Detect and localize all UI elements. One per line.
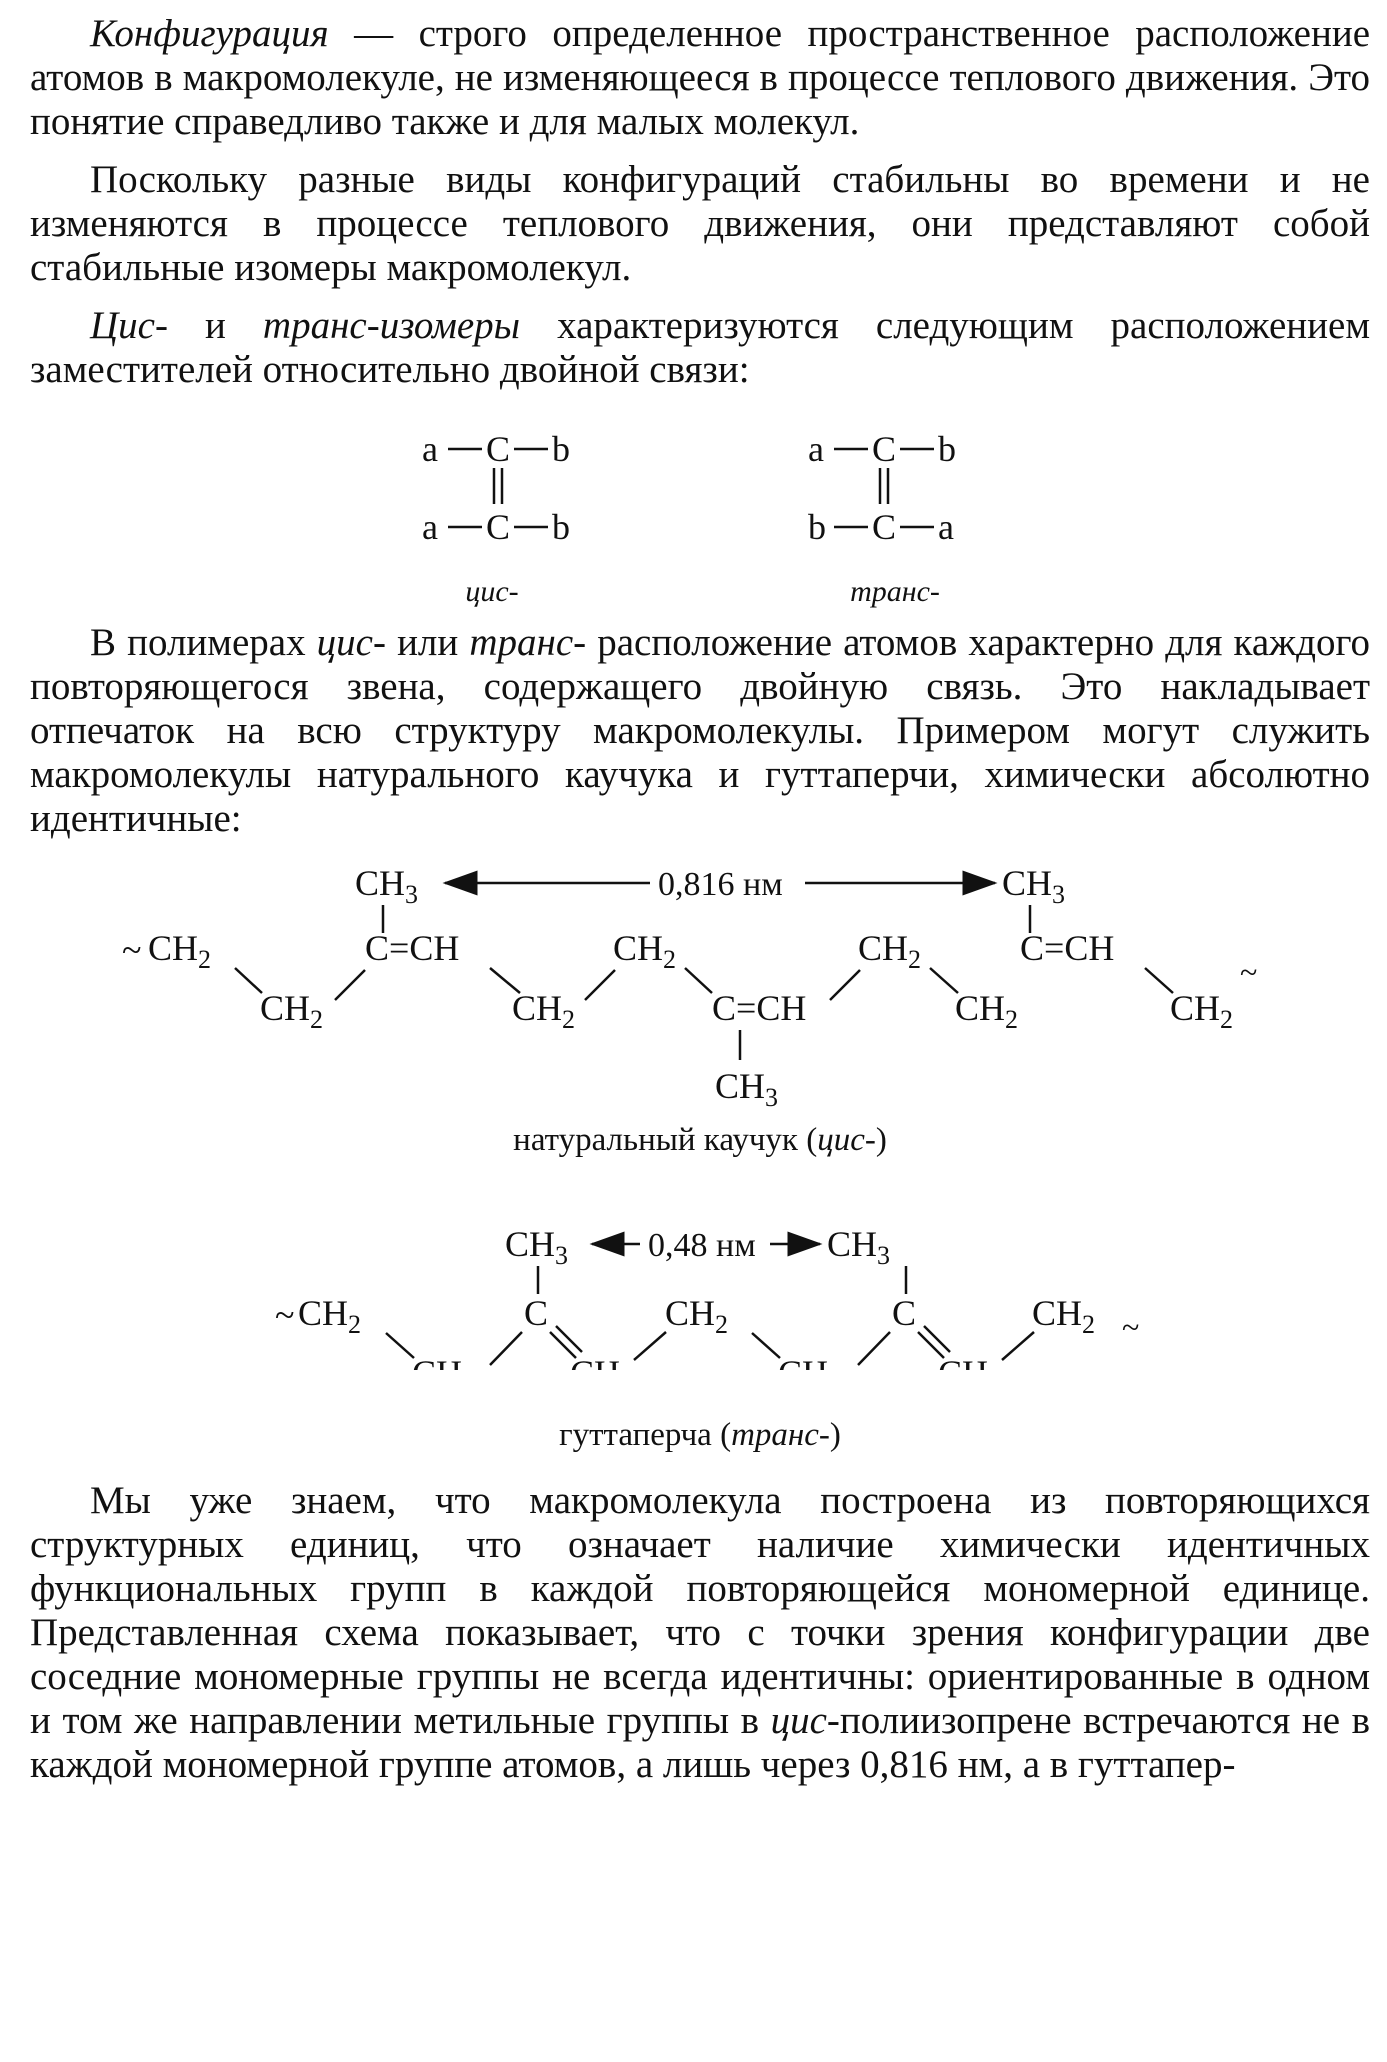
rubber-ch2-7: CH2 <box>1170 988 1233 1034</box>
trans-top-c: C <box>872 429 896 469</box>
rubber-ch2-4: CH2 <box>613 928 676 974</box>
gutta-ch2-2: CH2 <box>412 1353 475 1370</box>
cis-top-right: b <box>552 429 570 469</box>
gutta-bond-2 <box>489 1331 523 1366</box>
rubber-ch3-left: CH3 <box>355 863 418 909</box>
trans-label: транс- <box>850 575 940 608</box>
rubber-ch3-right: CH3 <box>1002 863 1065 909</box>
term-cis: Цис- <box>90 304 168 347</box>
paragraph-configuration-text: — строго определенное пространственное р… <box>30 12 1370 143</box>
gutta-bond-3 <box>633 1331 667 1361</box>
rubber-ch2-6: CH2 <box>955 988 1018 1034</box>
gutta-ch3-left: CH3 <box>505 1224 568 1270</box>
cis-bottom-left: a <box>422 507 438 547</box>
isomer-diagram-svg: a C b a C b цис- a C b <box>422 429 956 608</box>
gutta-double-2b <box>923 1325 951 1353</box>
gutta-ch2-4: CH2 <box>778 1353 841 1370</box>
term-configuration: Конфигурация <box>90 12 329 55</box>
rubber-ch2-2: CH2 <box>260 988 323 1034</box>
gutta-bond-6 <box>1001 1331 1035 1361</box>
rubber-wavy-end: ~ <box>1240 954 1257 990</box>
paragraph-repeating-units: Мы уже знаем, что макромолекула построен… <box>30 1479 1370 1787</box>
rubber-distance: 0,816 нм <box>658 866 783 903</box>
rubber-caption-close: ) <box>875 1122 887 1158</box>
gutta-double-2a <box>917 1331 945 1359</box>
text-and: и <box>167 304 263 347</box>
gutta-bond-5 <box>857 1331 891 1366</box>
cis-label: цис- <box>465 575 518 608</box>
paragraph-repeating-units-b: -полиизопрене встречаются не в каждой мо… <box>30 1699 1370 1786</box>
gutta-wavy-start: ~ <box>275 1295 294 1335</box>
rubber-formula-svg: CH3 0,816 нм CH3 ~ CH2 CH2 C=CH CH2 CH2 … <box>122 863 1257 1112</box>
term-cis-3: цис <box>770 1699 827 1742</box>
gutta-caption-italic: транс- <box>731 1417 830 1453</box>
cis-bottom-right: b <box>552 507 570 547</box>
isomer-diagram: a C b a C b цис- a C b <box>30 406 1370 621</box>
rubber-ch2-5: CH2 <box>858 928 921 974</box>
page: Конфигурация — строго определенное прост… <box>30 12 1370 1801</box>
trans-top-left: a <box>808 429 824 469</box>
gutta-double-1b <box>555 1325 583 1353</box>
term-trans-2: транс- <box>469 621 587 664</box>
paragraph-polymers: В полимерах цис- или транс- расположение… <box>30 621 1370 841</box>
gutta-caption-text: гуттаперча ( <box>559 1417 732 1453</box>
rubber-caption-italic: цис- <box>817 1122 876 1158</box>
gutta-wavy-end: ~ <box>1122 1309 1139 1345</box>
gutta-bond-1 <box>385 1332 415 1359</box>
rubber-caption: натуральный каучук (цис-) <box>30 1120 1370 1160</box>
trans-bottom-left: b <box>808 507 826 547</box>
cis-top-left: a <box>422 429 438 469</box>
term-trans-isomers: транс-изомеры <box>262 304 521 347</box>
rubber-bond-3 <box>489 967 521 994</box>
cis-bottom-c: C <box>486 507 510 547</box>
paragraph-polymers-c: расположение атомов характерно для каждо… <box>30 621 1370 840</box>
rubber-bond-4 <box>584 969 616 1001</box>
rubber-formula: CH3 0,816 нм CH3 ~ CH2 CH2 C=CH CH2 CH2 … <box>30 855 1370 1120</box>
rubber-ch2-1: CH2 <box>148 928 211 974</box>
cis-isomer: a C b a C b цис- <box>422 429 570 608</box>
rubber-ch2-3: CH2 <box>512 988 575 1034</box>
gutta-caption-close: ) <box>829 1417 841 1453</box>
gutta-double-1a <box>549 1331 577 1359</box>
rubber-wavy-start: ~ <box>122 930 141 970</box>
gutta-c-2: C <box>892 1293 916 1333</box>
gutta-ch2-1: CH2 <box>298 1293 361 1339</box>
paragraph-repeating-units-a: Мы уже знаем, что макромолекула построен… <box>30 1479 1370 1742</box>
paragraph-cis-trans-text: характеризуются следующим расположением … <box>30 304 1370 391</box>
trans-bottom-c: C <box>872 507 896 547</box>
gutta-caption: гуттаперча (транс-) <box>30 1415 1370 1455</box>
paragraph-polymers-a: В полимерах <box>90 621 317 664</box>
gutta-distance: 0,48 нм <box>648 1227 756 1264</box>
paragraph-configuration: Конфигурация — строго определенное прост… <box>30 12 1370 144</box>
trans-bottom-right: a <box>938 507 954 547</box>
paragraph-polymers-b: или <box>385 621 470 664</box>
gutta-formula-svg: CH3 0,48 нм CH3 ~ CH2 CH2 C CH CH2 CH2 C <box>275 1224 1139 1399</box>
gutta-ch-2: CH <box>938 1353 988 1370</box>
rubber-bond-9 <box>1144 967 1174 994</box>
rubber-ch3-bottom: CH3 <box>715 1066 778 1112</box>
rubber-c-eq-ch-3: C=CH <box>1020 928 1114 968</box>
rubber-bond-7 <box>929 967 959 994</box>
rubber-bond-2 <box>334 969 366 1001</box>
term-cis-2: цис- <box>316 621 386 664</box>
gutta-bond-4 <box>751 1332 781 1359</box>
gutta-ch3-right: CH3 <box>827 1224 890 1270</box>
trans-top-right: b <box>938 429 956 469</box>
trans-isomer: a C b b C a транс- <box>808 429 956 608</box>
rubber-c-eq-ch-2: C=CH <box>712 988 806 1028</box>
rubber-bond-6 <box>829 969 861 1001</box>
gutta-ch2-3: CH2 <box>665 1293 728 1339</box>
gutta-c-1: C <box>524 1293 548 1333</box>
paragraph-stable-isomers: Поскольку разные виды конфигураций стаби… <box>30 158 1370 289</box>
gutta-ch-1: CH <box>570 1353 620 1370</box>
rubber-c-eq-ch-1: C=CH <box>365 928 459 968</box>
cis-top-c: C <box>486 429 510 469</box>
rubber-caption-text: натуральный каучук ( <box>513 1122 818 1158</box>
rubber-bond-1 <box>234 967 263 994</box>
gutta-ch2-5: CH2 <box>1032 1293 1095 1339</box>
rubber-bond-5 <box>684 967 713 994</box>
gutta-formula: CH3 0,48 нм CH3 ~ CH2 CH2 C CH CH2 CH2 C <box>30 1220 1370 1399</box>
paragraph-cis-trans: Цис- и транс-изомеры характеризуются сле… <box>30 304 1370 392</box>
